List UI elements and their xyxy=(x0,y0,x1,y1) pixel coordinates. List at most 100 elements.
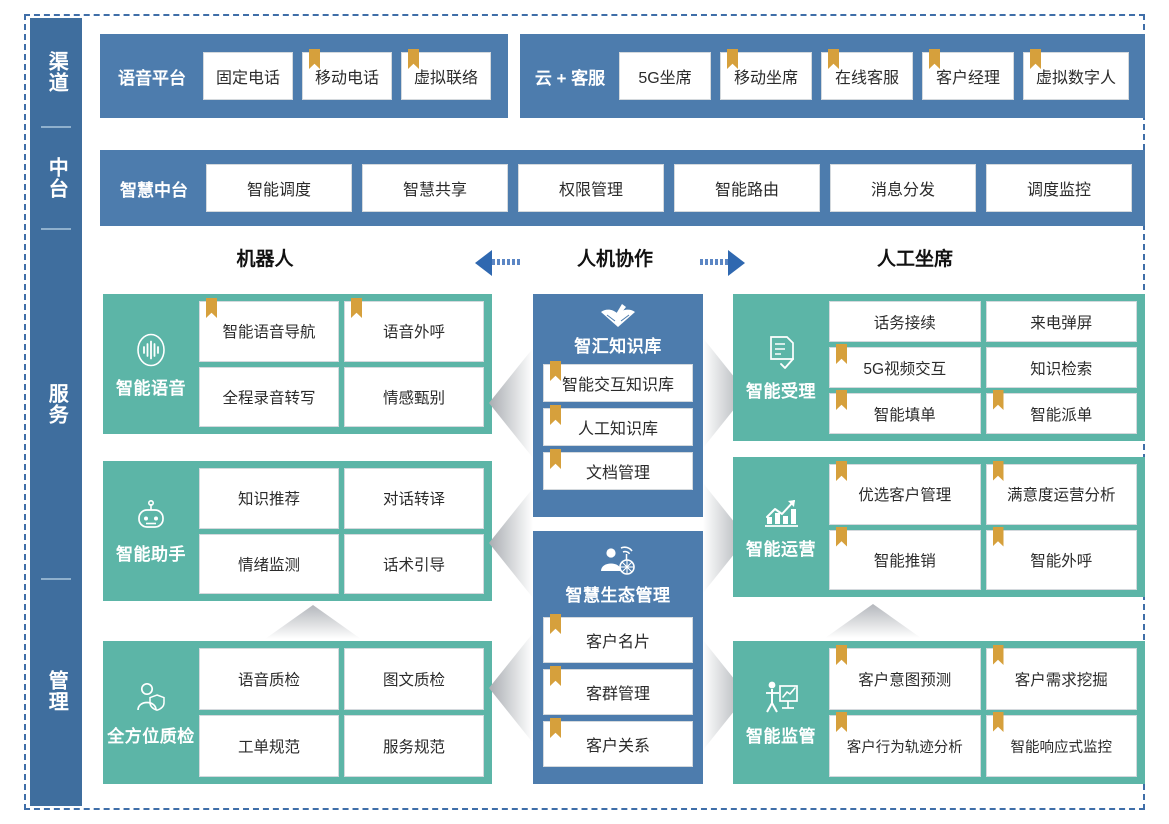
presenter-board-icon xyxy=(766,681,798,713)
dashed-connector xyxy=(492,259,520,265)
layer-rail: 渠道 中台 服务 管理 xyxy=(30,18,82,806)
channel-chip[interactable]: 客户经理 xyxy=(922,52,1014,100)
block-identity: 全方位质检 xyxy=(103,678,199,747)
document-check-icon xyxy=(770,336,794,369)
channel-chip[interactable]: 固定电话 xyxy=(203,52,293,100)
block-title: 全方位质检 xyxy=(107,727,195,746)
feature-chip[interactable]: 5G视频交互 xyxy=(829,347,981,388)
robot-icon xyxy=(138,499,164,528)
block-identity: 智能助手 xyxy=(103,498,199,565)
rail-divider xyxy=(41,578,71,580)
feature-chip[interactable]: 来电弹屏 xyxy=(985,301,1137,342)
feature-chip[interactable]: 话务接续 xyxy=(829,301,981,342)
chevron-left-icon xyxy=(489,348,533,458)
block-title: 智能监管 xyxy=(746,727,816,746)
feature-chip[interactable]: 客户需求挖掘 xyxy=(985,648,1137,710)
midplatform-chip[interactable]: 消息分发 xyxy=(830,164,976,212)
service-block-full-quality-inspection: 全方位质检 语音质检 图文质检 工单规范 服务规范 xyxy=(103,641,492,784)
person-network-icon xyxy=(601,546,635,575)
channel-chip[interactable]: 虚拟数字人 xyxy=(1023,52,1129,100)
channel-chip[interactable]: 移动电话 xyxy=(302,52,392,100)
feature-chip[interactable]: 智能填单 xyxy=(829,393,981,434)
block-identity: 智慧生态管理 xyxy=(543,539,693,611)
rail-item-midplatform[interactable]: 中台 xyxy=(45,157,68,199)
feature-chip[interactable]: 客户名片 xyxy=(543,617,693,663)
block-title: 智汇知识库 xyxy=(574,337,662,356)
feature-chip[interactable]: 对话转译 xyxy=(344,468,484,529)
service-block-intelligent-operations: 智能运营 优选客户管理 满意度运营分析 智能推销 智能外呼 xyxy=(733,457,1145,597)
service-block-intelligent-supervision: 智能监管 客户意图预测 客户需求挖掘 客户行为轨迹分析 智能响应式监控 xyxy=(733,641,1145,784)
bar-chart-trend-icon xyxy=(765,499,798,527)
channel-chip[interactable]: 在线客服 xyxy=(821,52,913,100)
feature-chip[interactable]: 智能外呼 xyxy=(985,529,1137,590)
column-header-robot: 机器人 xyxy=(236,249,294,270)
column-header-human-agent: 人工坐席 xyxy=(876,249,953,270)
group-title: 智慧中台 xyxy=(120,180,188,200)
rail-divider xyxy=(41,126,71,128)
feature-chip[interactable]: 客户行为轨迹分析 xyxy=(829,715,981,777)
center-block-ecosystem-management: 智慧生态管理 客户名片 客群管理 客户关系 xyxy=(533,531,703,784)
feature-chip[interactable]: 工单规范 xyxy=(199,715,339,777)
feature-chip[interactable]: 情绪监测 xyxy=(199,533,339,594)
chevron-right-icon xyxy=(703,338,747,448)
feature-chip[interactable]: 人工知识库 xyxy=(543,408,693,446)
feature-chip[interactable]: 情感甄别 xyxy=(344,366,484,427)
feature-chip[interactable]: 文档管理 xyxy=(543,452,693,490)
feature-chip[interactable]: 客群管理 xyxy=(543,669,693,715)
service-block-intelligent-acceptance: 智能受理 话务接续 来电弹屏 5G视频交互 知识检索 智能填单 智能派单 xyxy=(733,294,1145,441)
center-block-knowledge-base: 智汇知识库 智能交互知识库 人工知识库 文档管理 xyxy=(533,294,703,517)
chevron-left-icon xyxy=(489,488,533,598)
rail-divider xyxy=(41,228,71,230)
person-shield-icon xyxy=(137,682,165,711)
arrow-up-icon xyxy=(825,604,921,638)
feature-chip[interactable]: 客户关系 xyxy=(543,721,693,767)
feature-chip[interactable]: 优选客户管理 xyxy=(829,464,981,525)
rail-item-channel[interactable]: 渠道 xyxy=(45,51,68,93)
feature-chip[interactable]: 满意度运营分析 xyxy=(985,464,1137,525)
feature-chip[interactable]: 语音外呼 xyxy=(344,301,484,362)
voice-wave-icon xyxy=(137,333,165,366)
block-identity: 智能运营 xyxy=(733,495,829,560)
column-header-collaboration: 人机协作 xyxy=(576,249,653,270)
midplatform-chip[interactable]: 智慧共享 xyxy=(362,164,508,212)
midplatform-chip[interactable]: 调度监控 xyxy=(986,164,1132,212)
feature-chip[interactable]: 智能语音导航 xyxy=(199,301,339,362)
group-title: 云 + 客服 xyxy=(534,68,606,88)
midplatform-chip[interactable]: 智能路由 xyxy=(674,164,820,212)
midplatform-chip[interactable]: 智能调度 xyxy=(206,164,352,212)
feature-chip[interactable]: 客户意图预测 xyxy=(829,648,981,710)
feature-chip[interactable]: 图文质检 xyxy=(344,648,484,710)
block-title: 智能语音 xyxy=(116,378,186,398)
midplatform-chip[interactable]: 权限管理 xyxy=(518,164,664,212)
chevron-right-icon xyxy=(703,640,747,750)
block-identity: 智汇知识库 xyxy=(543,302,693,358)
block-identity: 智能监管 xyxy=(733,678,829,747)
rail-item-management[interactable]: 管理 xyxy=(45,670,68,712)
block-identity: 智能语音 xyxy=(103,330,199,399)
arrow-up-icon xyxy=(265,605,361,639)
feature-chip[interactable]: 智能交互知识库 xyxy=(543,364,693,402)
feature-chip[interactable]: 智能响应式监控 xyxy=(985,715,1137,777)
channel-group-cloud-service: 云 + 客服 5G坐席 移动坐席 在线客服 客户经理 虚拟数字人 xyxy=(520,34,1145,118)
channel-group-voice-platform: 语音平台 固定电话 移动电话 虚拟联络 xyxy=(100,34,508,118)
channel-chip[interactable]: 移动坐席 xyxy=(720,52,812,100)
service-block-intelligent-voice: 智能语音 智能语音导航 语音外呼 全程录音转写 情感甄别 xyxy=(103,294,492,434)
channel-chip[interactable]: 5G坐席 xyxy=(619,52,711,100)
feature-chip[interactable]: 话术引导 xyxy=(344,533,484,594)
feature-chip[interactable]: 语音质检 xyxy=(199,648,339,710)
feature-chip[interactable]: 服务规范 xyxy=(344,715,484,777)
block-identity: 智能受理 xyxy=(733,333,829,402)
chevron-left-icon xyxy=(489,633,533,743)
rail-item-service[interactable]: 服务 xyxy=(45,383,68,425)
block-title: 智能运营 xyxy=(746,539,816,559)
channel-chip[interactable]: 虚拟联络 xyxy=(401,52,491,100)
service-block-intelligent-assistant: 智能助手 知识推荐 对话转译 情绪监测 话术引导 xyxy=(103,461,492,601)
feature-chip[interactable]: 知识检索 xyxy=(985,347,1137,388)
group-title: 语音平台 xyxy=(118,68,186,88)
feature-chip[interactable]: 智能推销 xyxy=(829,529,981,590)
midplatform-band: 智慧中台 智能调度 智慧共享 权限管理 智能路由 消息分发 调度监控 xyxy=(100,150,1145,226)
feature-chip[interactable]: 全程录音转写 xyxy=(199,366,339,427)
feature-chip[interactable]: 智能派单 xyxy=(985,393,1137,434)
dashed-connector xyxy=(700,259,728,265)
feature-chip[interactable]: 知识推荐 xyxy=(199,468,339,529)
